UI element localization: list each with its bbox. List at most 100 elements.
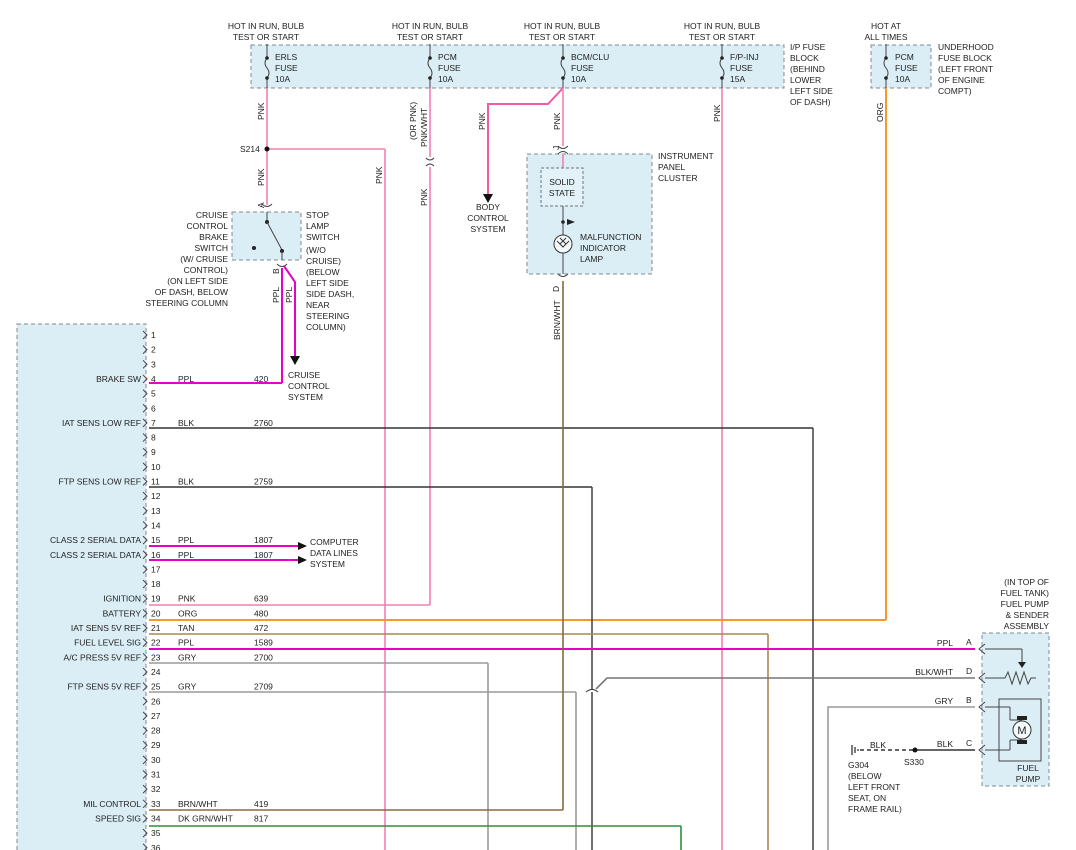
pin-number: 25 xyxy=(151,682,161,692)
pin-function: FTP SENS 5V REF xyxy=(67,682,141,692)
pin-contact xyxy=(142,682,148,691)
fuse-fpinj-name: F/P-INJ xyxy=(730,52,759,62)
pcm-pin-row: 18 xyxy=(142,579,161,589)
pin-number: 35 xyxy=(151,828,161,838)
pin-number: 17 xyxy=(151,564,161,574)
pin-number: 2 xyxy=(151,345,156,355)
pin-number: 12 xyxy=(151,491,161,501)
fuse-fpinj-rating: 15A xyxy=(730,74,745,84)
svg-text:BLOCK: BLOCK xyxy=(790,53,819,63)
pin-number: 15 xyxy=(151,535,161,545)
underhood-fuse-rating: 10A xyxy=(895,74,910,84)
wire-color: PNK xyxy=(178,594,196,604)
circuit-number: 2700 xyxy=(254,652,273,662)
pin-contact xyxy=(142,550,148,560)
wire-label-pnk: PNK xyxy=(256,168,266,186)
pcm-pin-row: 24 xyxy=(142,667,161,677)
pin-c-label: C xyxy=(966,738,972,748)
circuit-number: 639 xyxy=(254,594,268,604)
fuse-pcm-type: FUSE xyxy=(438,63,461,73)
body-control-system-label: BODY CONTROL SYSTEM xyxy=(467,202,509,234)
instrument-panel-cluster: INSTRUMENT PANEL CLUSTER J SOLID STATE M… xyxy=(526,145,714,292)
svg-text:NEAR: NEAR xyxy=(306,300,330,310)
fuse-icon xyxy=(427,44,433,88)
pcm-pin-row: 29 xyxy=(142,740,161,750)
ground-icon xyxy=(851,745,859,755)
hot-label-pcm-1: HOT IN RUN, BULB xyxy=(392,21,469,31)
hot-label-erls-2: TEST OR START xyxy=(233,32,299,42)
pin-contact xyxy=(142,491,148,501)
pin-number: 7 xyxy=(151,418,156,428)
pin-contact xyxy=(142,565,148,574)
pin-contact xyxy=(142,359,148,369)
svg-text:SIDE DASH,: SIDE DASH, xyxy=(306,289,354,299)
circuit-number: 817 xyxy=(254,813,268,823)
pin-contact xyxy=(142,755,148,765)
svg-text:(W/O: (W/O xyxy=(306,245,326,255)
wire-color: DK GRN/WHT xyxy=(178,813,233,823)
wire-color: PPL xyxy=(178,550,194,560)
svg-text:FUSE BLOCK: FUSE BLOCK xyxy=(938,53,992,63)
ground-g304: S330 BLK G304 (BELOW LEFT FRONT SEAT, ON… xyxy=(848,740,924,814)
fuse-bcm-rating: 10A xyxy=(571,74,586,84)
splice-s330-label: S330 xyxy=(904,757,924,767)
hot-labels: HOT IN RUN, BULB TEST OR START HOT IN RU… xyxy=(228,21,761,42)
wire-label-org: ORG xyxy=(875,103,885,122)
wire-color: GRY xyxy=(178,652,197,662)
ip-fuse-block xyxy=(250,44,785,89)
pin-number: 23 xyxy=(151,652,161,662)
pin-contact xyxy=(142,389,148,398)
svg-text:SYSTEM: SYSTEM xyxy=(288,392,323,402)
pin-number: 14 xyxy=(151,520,161,530)
pin-contact xyxy=(142,784,148,794)
svg-text:OF DASH): OF DASH) xyxy=(790,97,831,107)
svg-text:CONTROL: CONTROL xyxy=(186,221,228,231)
svg-text:SEAT, ON: SEAT, ON xyxy=(848,793,886,803)
pin-contact xyxy=(142,535,148,545)
pin-contact xyxy=(142,799,148,809)
pin-contact xyxy=(142,433,148,442)
svg-text:G304: G304 xyxy=(848,760,869,770)
pin-number: 32 xyxy=(151,784,161,794)
wire-color: PPL xyxy=(178,638,194,648)
wire-color: BRN/WHT xyxy=(178,799,218,809)
pin-number: 13 xyxy=(151,506,161,516)
pin-contact xyxy=(142,696,148,706)
pin-contact xyxy=(142,594,148,604)
pcm-pin-row: 13 xyxy=(142,506,161,516)
hot-label-fpinj-1: HOT IN RUN, BULB xyxy=(684,21,761,31)
wires xyxy=(149,87,975,850)
svg-text:I/P FUSE: I/P FUSE xyxy=(790,42,826,52)
pin-contact xyxy=(142,726,148,735)
pin-b: B xyxy=(271,268,281,274)
underhood-fuse-type: FUSE xyxy=(895,63,918,73)
wire-color: BLK xyxy=(178,418,194,428)
svg-text:LAMP: LAMP xyxy=(306,221,329,231)
wire-label-or-pnk: (OR PNK) xyxy=(408,102,418,140)
pin-a-label: A xyxy=(966,637,972,647)
cruise-control-system-label: CRUISE CONTROL SYSTEM xyxy=(288,370,330,402)
circuit-number: 420 xyxy=(254,374,268,384)
pin-number: 9 xyxy=(151,447,156,457)
pin-contact xyxy=(142,374,148,384)
splice-s330 xyxy=(912,747,918,753)
svg-text:CRUISE): CRUISE) xyxy=(306,256,341,266)
fuse-symbols xyxy=(264,44,725,88)
svg-text:(W/ CRUISE: (W/ CRUISE xyxy=(180,254,228,264)
svg-text:FUEL: FUEL xyxy=(1017,763,1039,773)
pin-number: 3 xyxy=(151,359,156,369)
pin-function: A/C PRESS 5V REF xyxy=(64,652,141,662)
malfunction-lamp-icon xyxy=(553,234,573,254)
pin-contact xyxy=(142,652,148,662)
solid-state-module xyxy=(540,167,584,207)
pin-function: BRAKE SW xyxy=(96,374,141,384)
wire-blk-label: BLK xyxy=(937,739,953,749)
pin-number: 30 xyxy=(151,755,161,765)
